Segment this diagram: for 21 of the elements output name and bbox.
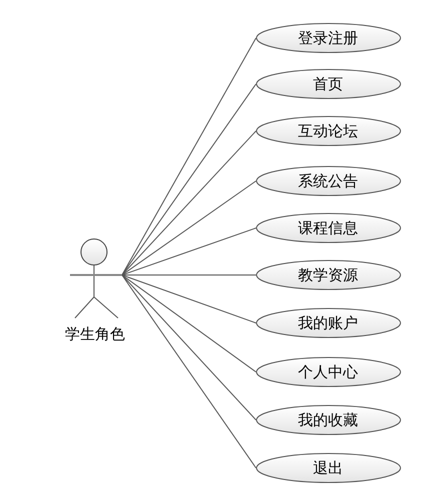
actor-label: 学生角色 xyxy=(64,325,126,344)
association-line xyxy=(122,274,256,276)
use-case-ellipse: 我的账户 xyxy=(256,308,400,338)
use-case-ellipse: 互动论坛 xyxy=(256,116,400,146)
use-case-ellipse: 个人中心 xyxy=(256,357,400,387)
association-line xyxy=(122,274,256,420)
use-case-ellipse: 我的收藏 xyxy=(256,405,400,435)
use-case-ellipse: 课程信息 xyxy=(256,213,400,243)
association-line xyxy=(122,180,256,276)
association-line xyxy=(122,274,256,324)
use-case-ellipse: 首页 xyxy=(256,69,400,99)
association-line xyxy=(122,228,256,276)
association-line xyxy=(122,274,256,468)
association-line xyxy=(122,84,256,276)
use-case-ellipse: 退出 xyxy=(256,453,400,483)
use-case-ellipse: 登录注册 xyxy=(256,23,400,53)
use-case-ellipse: 教学资源 xyxy=(256,260,400,290)
association-line xyxy=(122,38,256,276)
association-line xyxy=(122,274,256,372)
association-line xyxy=(122,130,256,276)
use-case-ellipse: 系统公告 xyxy=(256,166,400,196)
